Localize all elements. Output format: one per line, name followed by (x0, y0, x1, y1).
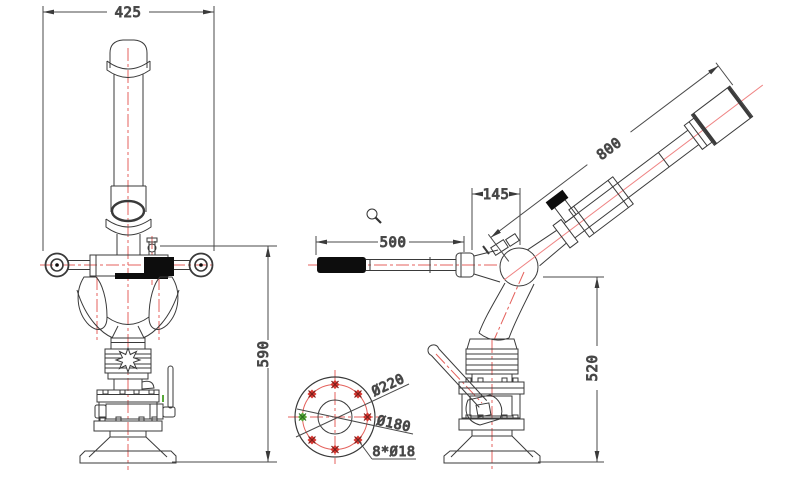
flange-bolt-circle-label: Ø180 (375, 413, 412, 436)
barrel-handle-cap (545, 189, 569, 211)
front-swivel-block (104, 337, 155, 390)
dim-front-width-label: 425 (115, 5, 142, 21)
front-lever-rod (167, 365, 174, 409)
dim-front-height-label: 590 (256, 341, 272, 368)
dim-body-height-label: 520 (585, 355, 601, 382)
star-handwheel (114, 346, 142, 374)
flange-bolt-holes-label: 8*Ø18 (372, 444, 415, 460)
front-grip (144, 257, 174, 276)
dim-handle-length: 500 (315, 235, 465, 255)
side-tilt-lever (427, 344, 503, 426)
dim-body-height: 520 (538, 276, 604, 463)
side-view: 500 145 520 (308, 62, 764, 470)
dim-front-width: 425 (42, 5, 215, 251)
front-barrel (105, 39, 152, 255)
side-base (443, 338, 541, 464)
side-grip (317, 257, 366, 273)
flange-bolt-hole-green (298, 412, 307, 422)
front-tiller-bar (44, 237, 214, 279)
side-pivot-joint (482, 232, 539, 287)
dim-front-height: 590 (160, 245, 277, 463)
flange-outer-circle (294, 376, 376, 458)
nozzle-head (690, 85, 754, 147)
dim-pivot-offset-label: 145 (483, 187, 510, 203)
front-pedestal (79, 430, 177, 464)
side-tiller-handle (317, 249, 501, 283)
magnifier-icon (366, 208, 382, 224)
dim-handle-length-label: 500 (380, 235, 407, 251)
front-yoke (76, 276, 180, 339)
side-barrel: 800 (487, 62, 764, 281)
front-valve-assembly (93, 365, 176, 432)
dim-pivot-offset: 145 (471, 187, 521, 250)
flange-bore-circle (317, 399, 353, 435)
front-view: 425 590 (40, 5, 277, 470)
